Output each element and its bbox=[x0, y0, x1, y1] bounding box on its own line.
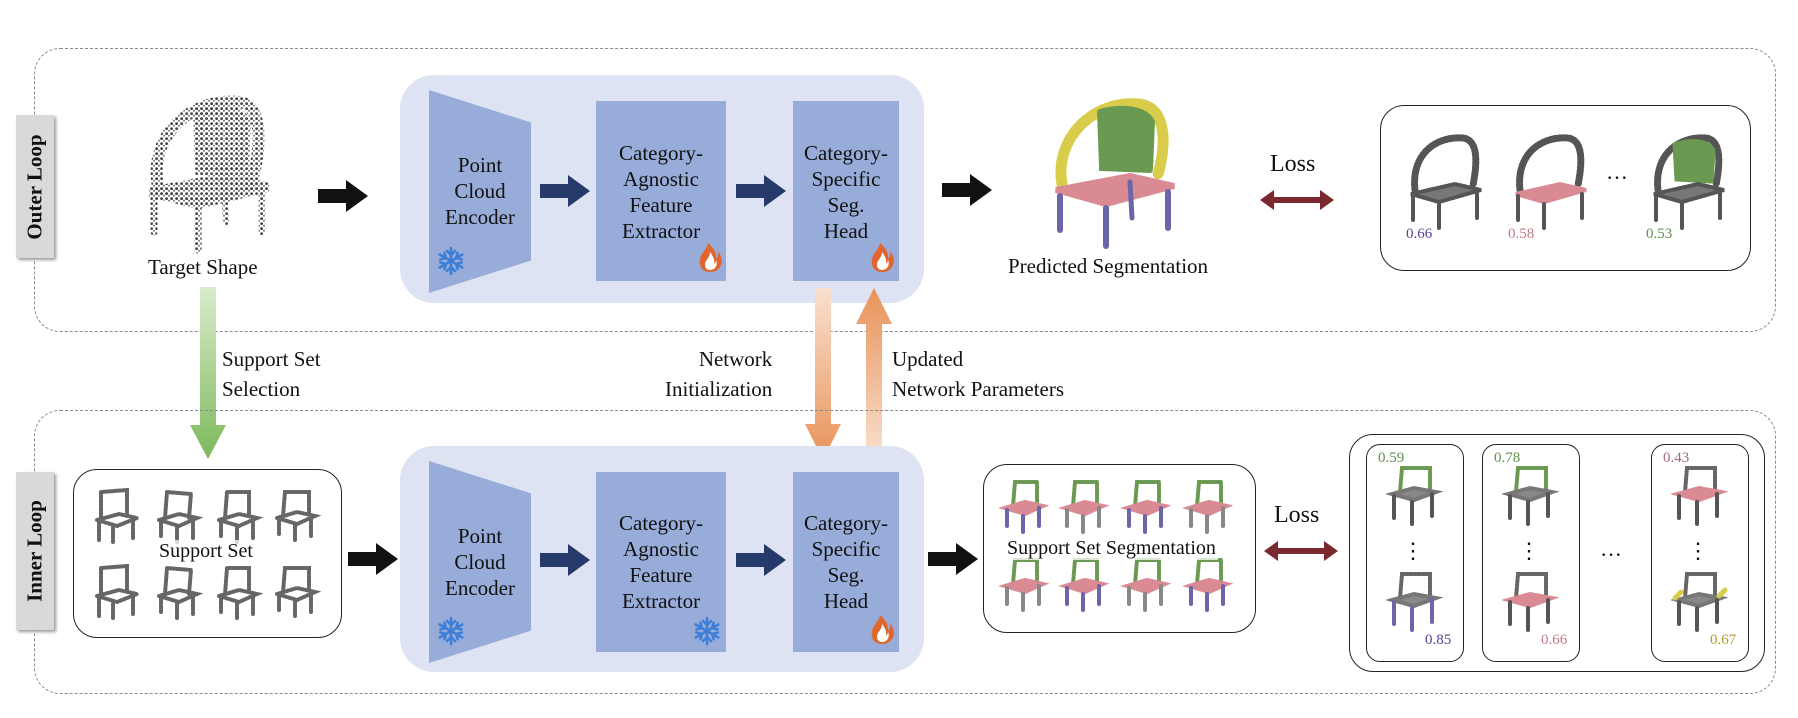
inner-result-column-3 bbox=[1651, 444, 1749, 662]
support-selection-line-2: Selection bbox=[222, 377, 301, 401]
outer-encoder-line-3: Encoder bbox=[445, 205, 515, 229]
outer-head-line-2: Specific bbox=[811, 167, 881, 191]
network-init-line-1: Network bbox=[698, 347, 773, 371]
inner-col1-bottom-chair bbox=[1386, 568, 1446, 634]
outer-result-chair-1 bbox=[1405, 130, 1485, 230]
inner-col1-bottom-score: 0.85 bbox=[1425, 632, 1452, 648]
inner-head-line-2: Specific bbox=[811, 537, 881, 561]
inner-arrow-feature-head bbox=[736, 544, 788, 576]
outer-encoder-line-2: Cloud bbox=[454, 179, 506, 203]
outer-feature-line-2: Agnostic bbox=[623, 167, 699, 191]
target-shape-image bbox=[140, 92, 280, 257]
inner-col3-top-score: 0.43 bbox=[1663, 450, 1690, 466]
inner-encoder-line-3: Encoder bbox=[445, 576, 515, 600]
snowflake-icon bbox=[434, 244, 468, 278]
outer-head-line-3: Seg. bbox=[827, 193, 865, 217]
outer-head-line-1: Category- bbox=[804, 141, 888, 165]
inner-head-line-3: Seg. bbox=[827, 563, 865, 587]
outer-loss-label: Loss bbox=[1270, 151, 1316, 177]
inner-feature-line-2: Agnostic bbox=[623, 537, 699, 561]
outer-result-chair-2 bbox=[1510, 130, 1590, 230]
inner-result-column-2 bbox=[1482, 444, 1580, 662]
outer-score-3: 0.53 bbox=[1646, 226, 1673, 242]
inner-encoder-line-1: Point bbox=[457, 524, 503, 548]
inner-result-column-1 bbox=[1366, 444, 1464, 662]
updated-params-line-1: Updated bbox=[892, 347, 964, 371]
inner-col1-vdots: ⋮ bbox=[1402, 538, 1424, 563]
inner-feature-line-3: Feature bbox=[629, 563, 693, 587]
flame-icon bbox=[694, 240, 726, 276]
inner-results-ellipsis: ··· bbox=[1600, 542, 1622, 567]
predicted-segmentation-image bbox=[1050, 92, 1180, 252]
outer-score-1: 0.66 bbox=[1406, 226, 1433, 242]
outer-feature-line-4: Extractor bbox=[621, 219, 701, 243]
outer-loop-tag-label: Outer Loop bbox=[22, 133, 47, 240]
support-segmentation-label: Support Set Segmentation bbox=[1005, 537, 1218, 560]
predicted-segmentation-label: Predicted Segmentation bbox=[1008, 254, 1209, 278]
inner-output-arrow bbox=[928, 543, 980, 575]
snowflake-icon bbox=[690, 614, 724, 648]
inner-head-line-1: Category- bbox=[804, 511, 888, 535]
support-set-label: Support Set bbox=[157, 540, 255, 563]
outer-loop-tag: Outer Loop bbox=[16, 115, 54, 258]
outer-input-arrow bbox=[318, 180, 370, 212]
support-selection-line-1: Support Set bbox=[222, 347, 321, 371]
inner-col1-top-chair bbox=[1386, 462, 1446, 528]
inner-col2-bottom-chair bbox=[1502, 568, 1562, 634]
flame-icon bbox=[866, 240, 898, 276]
inner-col3-bottom-score: 0.67 bbox=[1710, 632, 1737, 648]
outer-result-chair-3 bbox=[1648, 130, 1728, 230]
outer-arrow-feature-head bbox=[736, 175, 788, 207]
inner-encoder-line-2: Cloud bbox=[454, 550, 506, 574]
snowflake-icon bbox=[434, 614, 468, 648]
updated-params-line-2: Network Parameters bbox=[892, 377, 1065, 401]
updated-params-arrow bbox=[856, 288, 892, 460]
inner-col2-top-chair bbox=[1502, 462, 1562, 528]
network-init-line-2: Initialization bbox=[665, 377, 773, 401]
inner-head-line-4: Head bbox=[823, 589, 869, 613]
inner-feature-line-4: Extractor bbox=[621, 589, 701, 613]
inner-col2-bottom-score: 0.66 bbox=[1541, 632, 1568, 648]
inner-col2-top-score: 0.78 bbox=[1494, 450, 1521, 466]
support-selection-arrow bbox=[190, 287, 226, 459]
inner-arrow-encoder-feature bbox=[540, 544, 592, 576]
inner-loss-label: Loss bbox=[1274, 502, 1320, 528]
inner-loop-tag-label: Inner Loop bbox=[22, 500, 47, 602]
outer-feature-line-1: Category- bbox=[619, 141, 703, 165]
outer-feature-line-3: Feature bbox=[629, 193, 693, 217]
outer-score-2: 0.58 bbox=[1508, 226, 1535, 242]
inner-loop-tag: Inner Loop bbox=[16, 472, 54, 630]
outer-output-arrow bbox=[942, 174, 994, 206]
inner-loss-arrow bbox=[1264, 539, 1338, 563]
inner-col3-bottom-chair bbox=[1671, 568, 1731, 634]
outer-loss-arrow bbox=[1260, 188, 1334, 212]
network-init-arrow bbox=[805, 288, 841, 460]
outer-results-ellipsis: ··· bbox=[1606, 165, 1628, 190]
inner-col2-vdots: ⋮ bbox=[1518, 538, 1540, 563]
inner-feature-line-1: Category- bbox=[619, 511, 703, 535]
inner-col1-top-score: 0.59 bbox=[1378, 450, 1405, 466]
target-shape-label: Target Shape bbox=[148, 255, 258, 279]
outer-encoder-line-1: Point bbox=[457, 153, 503, 177]
inner-col3-top-chair bbox=[1671, 462, 1731, 528]
inner-col3-vdots: ⋮ bbox=[1687, 538, 1709, 563]
support-segmentation-images bbox=[995, 472, 1245, 622]
outer-head-line-4: Head bbox=[823, 219, 869, 243]
outer-arrow-encoder-feature bbox=[540, 175, 592, 207]
inner-input-arrow bbox=[348, 543, 400, 575]
flame-icon bbox=[866, 612, 898, 648]
